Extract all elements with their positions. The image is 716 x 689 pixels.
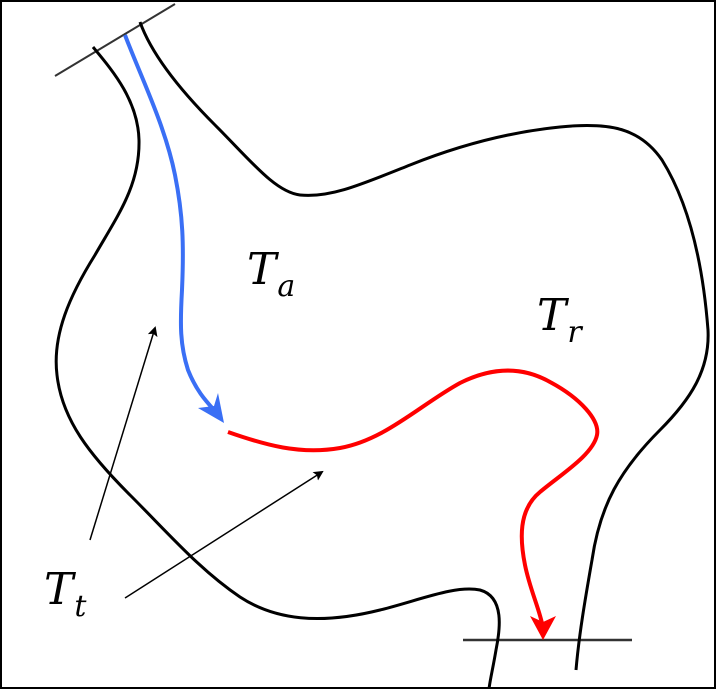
outline-right-curve: [138, 21, 710, 671]
pointer-arrow-lower: [124, 470, 324, 599]
label-tt-sub: t: [74, 589, 87, 624]
blue-transition-path: [123, 34, 216, 412]
outline-left-curve: [54, 46, 501, 687]
label-ta: Ta: [247, 248, 295, 302]
red-arrowhead-icon: [530, 616, 556, 640]
red-transition-path: [227, 368, 600, 629]
blue-arrowhead-icon: [198, 393, 224, 423]
label-ta-sub: a: [277, 269, 296, 304]
label-tr-sub: r: [567, 315, 582, 350]
top-boundary-line: [54, 3, 176, 77]
label-tt-main: T: [44, 564, 74, 615]
label-tr: Tr: [537, 294, 582, 348]
label-ta-main: T: [247, 244, 277, 295]
pointer-arrow-upper: [89, 326, 158, 541]
label-tr-main: T: [537, 290, 567, 341]
label-tt: Tt: [44, 568, 86, 622]
